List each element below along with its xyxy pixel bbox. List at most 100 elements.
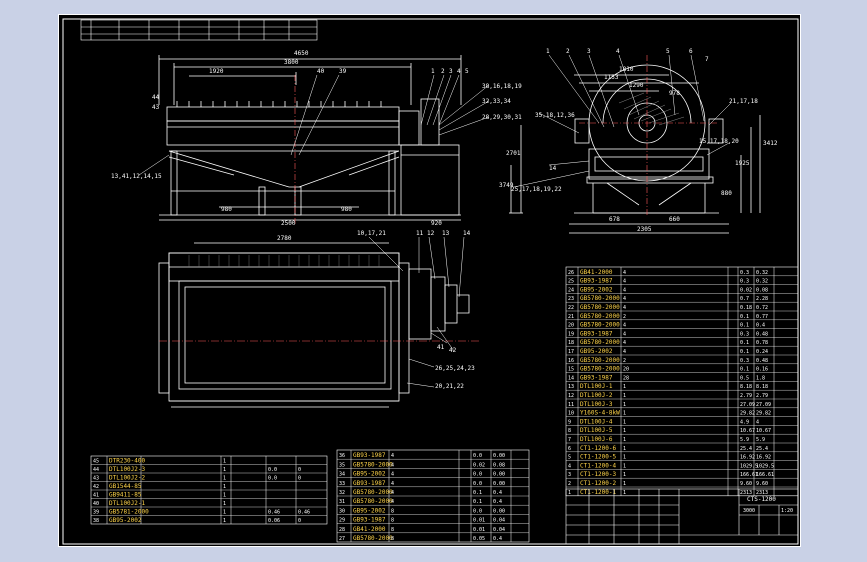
callout-5: 5 <box>465 68 469 75</box>
bom-cell-code: GB5780-2000 <box>580 339 620 346</box>
plan-callout-13: 13 <box>442 230 450 237</box>
bom-cell-code: GB5780-2000 <box>580 304 620 311</box>
callout-39: 39 <box>339 68 347 75</box>
bom-cell-q: 4 <box>623 270 626 276</box>
title-scale: 1:20 <box>781 508 793 514</box>
plan-labels: 2780 10,17,21 11 12 13 14 41 42 26,25,24… <box>277 230 475 390</box>
bom-cell-w1: 0.02 <box>473 462 485 468</box>
bom-cell-w1: 29.82 <box>740 411 755 417</box>
side-callout-3: 3 <box>587 48 591 55</box>
callout-4: 4 <box>457 68 461 75</box>
bom-cell-q: 4 <box>391 453 394 459</box>
front-callout-leaders <box>138 74 490 176</box>
side-callout-5: 5 <box>666 48 670 55</box>
bom-cell-n: 11 <box>568 402 574 408</box>
bom-cell-code: DTL100J-1 <box>580 383 613 390</box>
bom-cell-code: GB5780-2000 <box>353 461 393 468</box>
bom-cell-n: 35 <box>339 462 345 468</box>
bom-cell-code: GB95-2002 <box>580 286 613 293</box>
bom-cell-q: 1 <box>223 484 226 490</box>
bom-cell-q: 1 <box>623 384 626 390</box>
bom-cell-code: DTL100J2-2 <box>109 475 146 482</box>
side-leaders <box>513 54 732 188</box>
bom-cell-code: GB93-1987 <box>353 480 386 487</box>
bom-cell-q: 1 <box>223 510 226 516</box>
bom-cell-w1: 9.60 <box>740 481 752 487</box>
bom-cell-w2: 0.32 <box>756 270 768 276</box>
side-callout-2: 2 <box>566 48 570 55</box>
bom-cell-w1: 0.0 <box>473 508 482 514</box>
bom-cell-q: 4 <box>623 323 626 329</box>
callout-13-group: 13,41,12,14,15 <box>111 173 162 180</box>
bom-cell-w1: 4.9 <box>740 419 749 425</box>
side-callout-21-group: 21,17,18 <box>729 98 758 105</box>
bom-cell-n: 44 <box>93 467 99 473</box>
bom-cell-w2: 0.32 <box>756 279 768 285</box>
bom-cell-q: 8 <box>391 508 394 514</box>
side-callout-25-group: 25,17,18,19,22 <box>511 186 562 193</box>
bom-cell-w2: 0.4 <box>493 499 502 505</box>
bom-cell-w1: 8.18 <box>740 384 752 390</box>
title-block <box>565 488 799 545</box>
bom-cell-code: GB95-2002 <box>580 348 613 355</box>
bom-cell-w2: 0.24 <box>756 349 768 355</box>
bom-cell-w1: 0.1 <box>740 323 749 329</box>
bom-cell-q: 1 <box>223 467 226 473</box>
bom-cell-w2: 0 <box>298 467 301 473</box>
bom-cell-q: 1 <box>623 455 626 461</box>
bom-cell-w2: 0.4 <box>756 323 765 329</box>
bom-cell-w1: 0.01 <box>473 518 485 524</box>
bom-cell-w1: 0.1 <box>740 367 749 373</box>
bom-cell-w2: 0.00 <box>493 453 505 459</box>
bom-cell-n: 21 <box>568 314 574 320</box>
bom-cell-w1: 0.1 <box>740 340 749 346</box>
bom-cell-q: 4 <box>391 481 394 487</box>
bom-cell-q: 2 <box>623 314 626 320</box>
bom-cell-w2: 0.16 <box>756 367 768 373</box>
callout-44: 44 <box>152 94 160 101</box>
bom-cell-code: DTL100J-2 <box>580 392 613 399</box>
title-weight: 3000 <box>743 508 755 514</box>
bom-cell-w1: 25.4 <box>740 446 752 452</box>
bom-cell-w1: 10.67 <box>740 428 755 434</box>
bom-cell-w1: 0.06 <box>268 518 280 524</box>
bom-cell-w1: 0.1 <box>740 349 749 355</box>
bom-cell-w1: 0.18 <box>740 305 752 311</box>
bom-cell-w2: 10.67 <box>756 428 771 434</box>
dim-base: 2500 <box>281 220 296 227</box>
bom-cell-w1: 0.05 <box>473 536 485 542</box>
plan-leaders <box>368 236 465 388</box>
side-labels: 1 2 3 4 5 6 7 35,18,12,36 14 15,17,18,20… <box>499 48 778 233</box>
callout-3: 3 <box>449 68 453 75</box>
bom-cell-code: GB5781-2000 <box>109 509 149 516</box>
bom-cell-q: 1 <box>623 393 626 399</box>
side-dim-h3: 1925 <box>735 160 750 167</box>
bom-cell-code: GB5780-2000 <box>580 357 620 364</box>
plan-dim-width: 2780 <box>277 235 292 242</box>
bom-cell-code: GB93-1987 <box>353 452 386 459</box>
bom-cell-n: 9 <box>568 419 571 425</box>
bom-cell-n: 42 <box>93 484 99 490</box>
bom-cell-w2: 166.61 <box>756 472 774 478</box>
bom-cell-n: 22 <box>568 305 574 311</box>
bom-cell-q: 4 <box>623 340 626 346</box>
plan-callout-10-group: 10,17,21 <box>357 230 386 237</box>
bom-cell-w2: 0.00 <box>493 472 505 478</box>
bom-cell-n: 10 <box>568 411 574 417</box>
bom-cell-n: 5 <box>568 455 571 461</box>
bom-cell-code: GB5780-2000 <box>353 489 393 496</box>
bom-cell-code: GB5780-2000 <box>353 535 393 542</box>
side-dim-top3: 1810 <box>619 66 634 73</box>
bom-cell-q: 4 <box>623 296 626 302</box>
bom-cell-w2: 1.8 <box>756 375 765 381</box>
